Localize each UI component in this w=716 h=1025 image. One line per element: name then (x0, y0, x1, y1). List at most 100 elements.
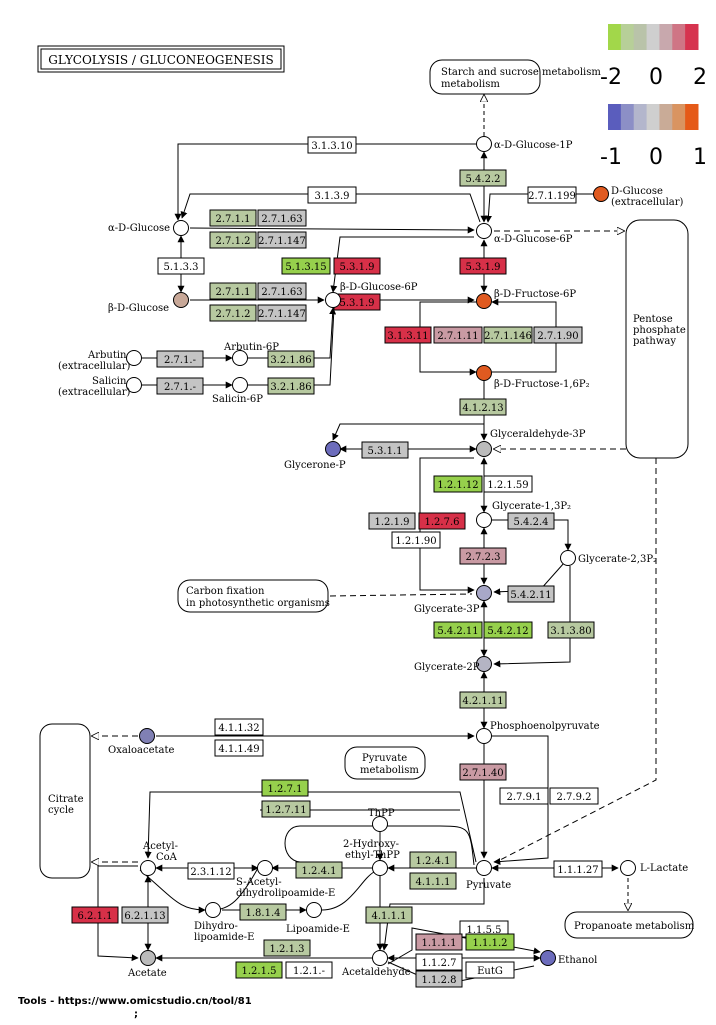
node-oxaloacetate[interactable] (139, 728, 155, 744)
node-pyruvate[interactable] (476, 860, 492, 876)
enzyme-box[interactable]: EutG (465, 961, 515, 979)
enzyme-box[interactable]: 5.1.3.3 (157, 257, 205, 275)
enzyme-box[interactable]: 5.4.2.11 (507, 585, 555, 603)
enzyme-box[interactable]: 1.2.1.9 (368, 512, 416, 530)
node-b-fructose-16p2[interactable] (476, 365, 492, 381)
node-glycerate-13p2[interactable] (476, 512, 492, 528)
node-s-acetyl-dihydrolipoamide[interactable] (257, 860, 273, 876)
node-l-lactate[interactable] (620, 860, 636, 876)
enzyme-box[interactable]: 2.3.1.12 (187, 862, 235, 880)
node-glyceraldehyde-3p[interactable] (476, 441, 492, 457)
enzyme-box[interactable]: 1.2.1.12 (433, 475, 483, 493)
enzyme-box[interactable]: 1.2.1.5 (235, 961, 283, 979)
enzyme-box[interactable]: 1.8.1.4 (239, 903, 287, 921)
node-acetate[interactable] (140, 950, 156, 966)
node-ethanol[interactable] (540, 950, 556, 966)
enzyme-box[interactable]: 1.2.7.11 (261, 800, 311, 818)
node-dihydrolipoamide[interactable] (205, 902, 221, 918)
enzyme-box[interactable]: 1.2.7.1 (261, 779, 309, 797)
footer-tools-link[interactable]: Tools - https://www.omicstudio.cn/tool/8… (18, 996, 252, 1007)
enzyme-box[interactable]: 5.3.1.9 (459, 257, 507, 275)
node-b-glucose[interactable] (173, 292, 189, 308)
node-glycerate-2p[interactable] (476, 656, 492, 672)
map-propanoate[interactable] (564, 911, 694, 939)
node-glycerone-p[interactable] (325, 441, 341, 457)
enzyme-box[interactable]: 3.2.1.86 (267, 377, 315, 395)
enzyme-box[interactable]: 4.1.2.13 (459, 398, 507, 416)
node-acetaldehyde[interactable] (372, 950, 388, 966)
node-b-fructose-6p[interactable] (476, 293, 492, 309)
enzyme-box[interactable]: 2.7.1.40 (459, 763, 507, 781)
enzyme-box[interactable]: 4.2.1.11 (459, 691, 507, 709)
map-pyruvate-metabolism[interactable] (344, 746, 426, 780)
node-arbutin-ext[interactable] (126, 350, 142, 366)
node-salicin-ext[interactable] (126, 377, 142, 393)
enzyme-box[interactable]: 2.7.2.3 (459, 547, 507, 565)
node-d-glucose-ext[interactable] (593, 186, 609, 202)
enzyme-box[interactable]: 2.7.1.2 (209, 304, 257, 322)
enzyme-box[interactable]: 2.7.1.63 (257, 282, 307, 300)
enzyme-box[interactable]: 2.7.9.1 (499, 787, 549, 805)
enzyme-box[interactable]: 2.7.1.90 (533, 326, 583, 344)
enzyme-box[interactable]: 1.2.1.- (285, 961, 333, 979)
enzyme-box[interactable]: 2.7.1.147 (257, 304, 307, 322)
enzyme-box[interactable]: 5.1.3.15 (281, 257, 331, 275)
enzyme-box[interactable]: 5.4.2.11 (433, 621, 483, 639)
enzyme-box[interactable]: 2.7.9.2 (549, 787, 599, 805)
node-a-glucose[interactable] (173, 220, 189, 236)
enzyme-box[interactable]: 2.7.1.2 (209, 231, 257, 249)
enzyme-box[interactable]: 2.7.1.1 (209, 209, 257, 227)
enzyme-box[interactable]: 1.2.4.1 (295, 861, 343, 879)
enzyme-box[interactable]: 2.7.1.63 (257, 209, 307, 227)
map-citrate-cycle[interactable] (39, 723, 91, 879)
enzyme-box[interactable]: 4.1.1.1 (365, 906, 413, 924)
node-lipoamide[interactable] (306, 902, 322, 918)
enzyme-box[interactable]: 4.1.1.1 (409, 872, 457, 890)
enzyme-box[interactable]: 1.1.1.1 (415, 933, 463, 951)
enzyme-box[interactable]: 2.7.1.199 (527, 186, 577, 204)
enzyme-box[interactable]: 5.4.2.4 (507, 512, 555, 530)
node-a-glucose-6p[interactable] (476, 223, 492, 239)
enzyme-box[interactable]: 3.1.3.10 (307, 136, 357, 154)
enzyme-box[interactable]: 2.7.1.11 (433, 326, 483, 344)
node-acetyl-coa[interactable] (140, 860, 156, 876)
map-pentose-phosphate[interactable] (625, 219, 689, 459)
node-b-glucose-6p[interactable] (325, 292, 341, 308)
node-a-glucose-1p[interactable] (476, 136, 492, 152)
enzyme-box[interactable]: 5.4.2.2 (459, 169, 507, 187)
enzyme-box[interactable]: 3.1.3.9 (307, 186, 357, 204)
enzyme-box[interactable]: 1.2.1.90 (391, 531, 441, 549)
enzyme-box[interactable]: 1.2.4.1 (409, 851, 457, 869)
enzyme-box[interactable]: 1.2.7.6 (418, 512, 466, 530)
map-carbon-fixation[interactable] (177, 579, 329, 613)
enzyme-box[interactable]: 5.3.1.9 (333, 257, 381, 275)
enzyme-box[interactable]: 1.1.1.2 (465, 933, 515, 951)
enzyme-box[interactable]: 3.2.1.86 (267, 350, 315, 368)
enzyme-box[interactable]: 1.1.2.7 (415, 953, 463, 971)
enzyme-box[interactable]: 3.1.3.80 (547, 621, 595, 639)
map-starch-sucrose[interactable] (429, 59, 541, 95)
node-thpp[interactable] (372, 816, 388, 832)
enzyme-box[interactable]: 1.1.2.8 (415, 970, 463, 988)
enzyme-box[interactable]: 3.1.3.11 (384, 326, 432, 344)
node-glycerate-23p2[interactable] (560, 550, 576, 566)
node-arbutin-6p[interactable] (232, 350, 248, 366)
enzyme-box[interactable]: 2.7.1.147 (257, 231, 307, 249)
enzyme-box[interactable]: 6.2.1.13 (121, 906, 169, 924)
enzyme-box[interactable]: 2.7.1.146 (483, 326, 533, 344)
node-glycerate-3p[interactable] (476, 585, 492, 601)
enzyme-box[interactable]: 1.2.1.59 (483, 475, 533, 493)
enzyme-box[interactable]: 4.1.1.32 (214, 718, 264, 736)
node-salicin-6p[interactable] (232, 377, 248, 393)
enzyme-box[interactable]: 2.7.1.- (156, 350, 204, 368)
enzyme-box[interactable]: 2.7.1.- (156, 377, 204, 395)
enzyme-box[interactable]: 1.2.1.3 (263, 939, 311, 957)
enzyme-box[interactable]: 1.1.1.27 (553, 860, 603, 878)
enzyme-box[interactable]: 6.2.1.1 (71, 906, 119, 924)
node-hydroxyethyl-thpp[interactable] (372, 860, 388, 876)
node-phosphoenolpyruvate[interactable] (476, 728, 492, 744)
enzyme-box[interactable]: 2.7.1.1 (209, 282, 257, 300)
enzyme-box[interactable]: 4.1.1.49 (214, 739, 264, 757)
enzyme-box[interactable]: 5.3.1.1 (361, 441, 409, 459)
enzyme-box[interactable]: 5.4.2.12 (483, 621, 533, 639)
